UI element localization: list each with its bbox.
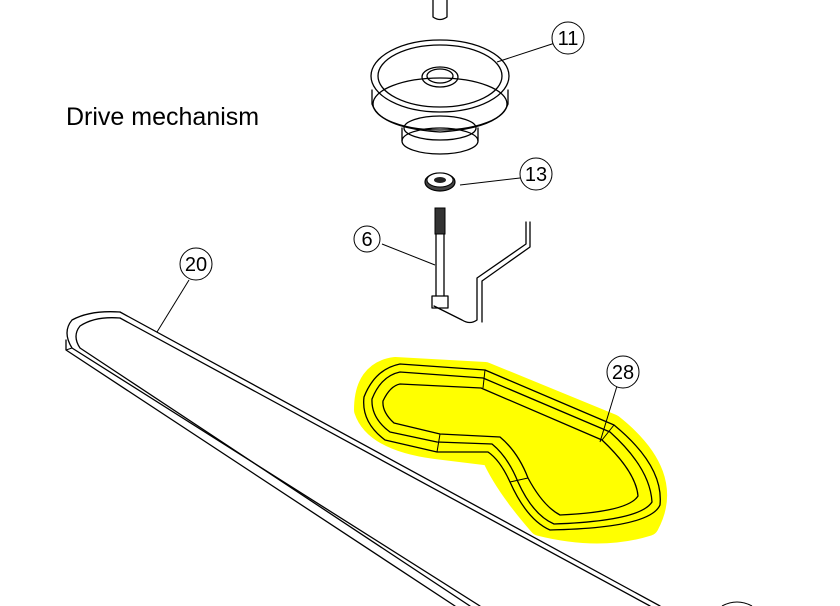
callout-28-label: 28 xyxy=(612,362,634,384)
shaft-top xyxy=(432,0,448,21)
bolt-6 xyxy=(431,207,449,309)
callout-11: 11 xyxy=(551,21,585,55)
bracket-rod xyxy=(433,221,531,324)
callout-11-label: 11 xyxy=(558,28,579,50)
callout-13: 13 xyxy=(519,157,553,191)
callout-6-label: 6 xyxy=(361,229,372,251)
bearing-13 xyxy=(424,172,456,192)
callout-6: 6 xyxy=(353,225,381,253)
callout-20: 20 xyxy=(179,247,213,281)
belt-20 xyxy=(65,311,661,606)
callout-20-label: 20 xyxy=(185,254,207,276)
pulley-11 xyxy=(370,39,510,155)
leader-lines xyxy=(156,42,618,443)
belt-28 xyxy=(363,363,661,531)
callout-13-label: 13 xyxy=(525,164,547,186)
diagram-title: Drive mechanism xyxy=(66,103,260,131)
callout-28: 28 xyxy=(606,355,640,389)
callout-partial xyxy=(721,601,753,606)
